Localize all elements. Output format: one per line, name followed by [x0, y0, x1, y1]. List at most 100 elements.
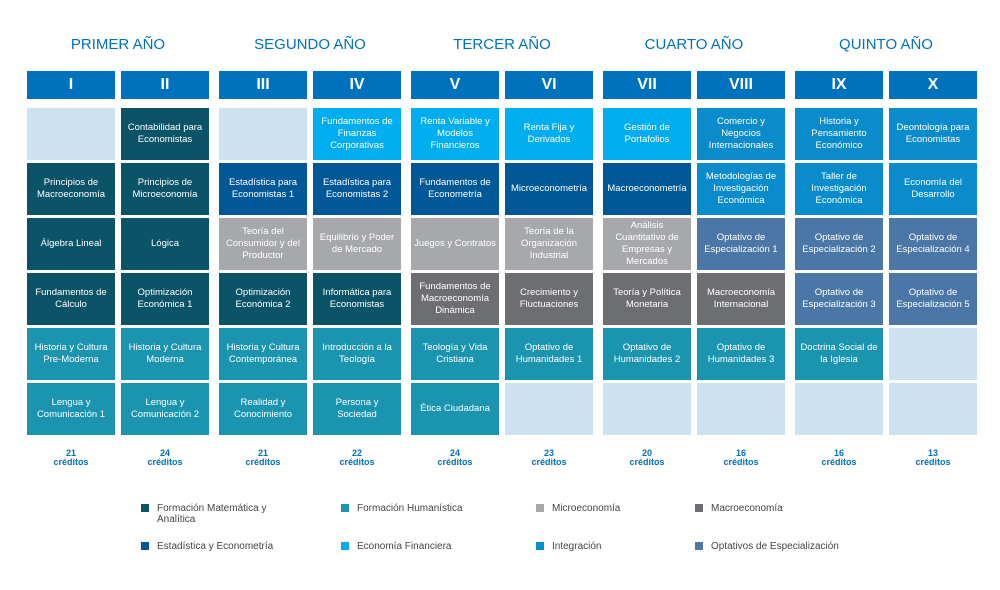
- course-cell: Equilibrio y Poder de Mercado: [313, 218, 401, 270]
- course-cell: Optativo de Humanidades 3: [697, 328, 785, 380]
- course-cell: Renta Fija y Derivados: [505, 108, 593, 160]
- credits-label: créditos: [915, 457, 951, 467]
- credits-value: 24: [159, 448, 170, 458]
- legend-item: Formación Humanística: [341, 503, 536, 525]
- course-cell: Historia y Pensamiento Económico: [795, 108, 883, 160]
- course-cell: Historia y Cultura Moderna: [121, 328, 209, 380]
- course-cell: Álgebra Lineal: [27, 218, 115, 270]
- course-cell: Introducción a la Teología: [313, 328, 401, 380]
- credits-value: 23: [543, 448, 554, 458]
- credits-label: créditos: [821, 457, 857, 467]
- legend-label: Formación Humanística: [357, 503, 463, 514]
- course-cell: Optativo de Humanidades 2: [603, 328, 691, 380]
- course-cell: Fundamentos de Macroeconomía Dinámica: [411, 273, 499, 325]
- course-cell: Historia y Cultura Contemporánea: [219, 328, 307, 380]
- course-cell: Análisis Cuantitativo de Empresas y Merc…: [603, 218, 691, 270]
- legend-swatch: [141, 504, 149, 512]
- legend: Formación Matemática y Analítica Formació…: [141, 503, 895, 552]
- course-cell: Gestión de Portafolios: [603, 108, 691, 160]
- credits-value: 16: [833, 448, 844, 458]
- course-cell: Teoría y Política Monetaria: [603, 273, 691, 325]
- semester-header: VII: [603, 71, 691, 99]
- course-cell: Deontología para Economistas: [889, 108, 977, 160]
- legend-swatch: [536, 504, 544, 512]
- course-cell: Comercio y Negocios Internacionales: [697, 108, 785, 160]
- year-title: QUINTO AÑO: [839, 36, 933, 53]
- course-cell: Optimización Económica 2: [219, 273, 307, 325]
- legend-swatch: [695, 542, 703, 550]
- course-cell: Economía del Desarrollo: [889, 163, 977, 215]
- course-cell: Teología y Vida Cristiana: [411, 328, 499, 380]
- legend-item: Economía Financiera: [341, 541, 536, 552]
- empty-slot: [889, 328, 977, 380]
- course-cell: Persona y Sociedad: [313, 383, 401, 435]
- course-cell: Optativo de Especialización 2: [795, 218, 883, 270]
- course-cell: Optativo de Especialización 4: [889, 218, 977, 270]
- course-cell: Contabilidad para Economistas: [121, 108, 209, 160]
- credits-value: 22: [351, 448, 362, 458]
- course-cell: Principios de Microeconomía: [121, 163, 209, 215]
- credits-label: créditos: [531, 457, 567, 467]
- credits-label: créditos: [53, 457, 89, 467]
- legend-item: Macroeconomía: [695, 503, 895, 525]
- legend-item: Integración: [536, 541, 695, 552]
- year-title: TERCER AÑO: [453, 36, 551, 53]
- course-cell: Realidad y Conocimiento: [219, 383, 307, 435]
- course-cell: Metodologías de Investigación Económica: [697, 163, 785, 215]
- semester-header: II: [121, 71, 209, 99]
- course-cell: Taller de Investigación Económica: [795, 163, 883, 215]
- credits-label: créditos: [339, 457, 375, 467]
- year-title: SEGUNDO AÑO: [254, 36, 366, 53]
- semester-header: IV: [313, 71, 401, 99]
- course-cell: Teoría de la Organización Industrial: [505, 218, 593, 270]
- course-cell: Principios de Macroeconomía: [27, 163, 115, 215]
- legend-swatch: [695, 504, 703, 512]
- empty-slot: [603, 383, 691, 435]
- credits-value: 21: [257, 448, 268, 458]
- course-cell: Fundamentos de Econometría: [411, 163, 499, 215]
- legend-label: Integración: [552, 541, 602, 552]
- credits-value: 16: [735, 448, 746, 458]
- course-cell: Informática para Economistas: [313, 273, 401, 325]
- legend-swatch: [341, 542, 349, 550]
- course-cell: Lengua y Comunicación 1: [27, 383, 115, 435]
- semester-header: X: [889, 71, 977, 99]
- credits-value: 21: [65, 448, 76, 458]
- legend-item: Estadística y Econometría: [141, 541, 341, 552]
- credits-label: créditos: [629, 457, 665, 467]
- course-cell: Juegos y Contratos: [411, 218, 499, 270]
- empty-slot: [27, 108, 115, 160]
- course-cell: Estadística para Economistas 2: [313, 163, 401, 215]
- credits-value: 20: [641, 448, 652, 458]
- course-cell: Historia y Cultura Pre-Moderna: [27, 328, 115, 380]
- credits-value: 13: [927, 448, 938, 458]
- legend-label: Formación Matemática y Analítica: [157, 503, 267, 525]
- empty-slot: [795, 383, 883, 435]
- year-title: PRIMER AÑO: [70, 36, 166, 53]
- course-cell: Fundamentos de Finanzas Corporativas: [313, 108, 401, 160]
- course-cell: Renta Variable y Modelos Financieros: [411, 108, 499, 160]
- empty-slot: [889, 383, 977, 435]
